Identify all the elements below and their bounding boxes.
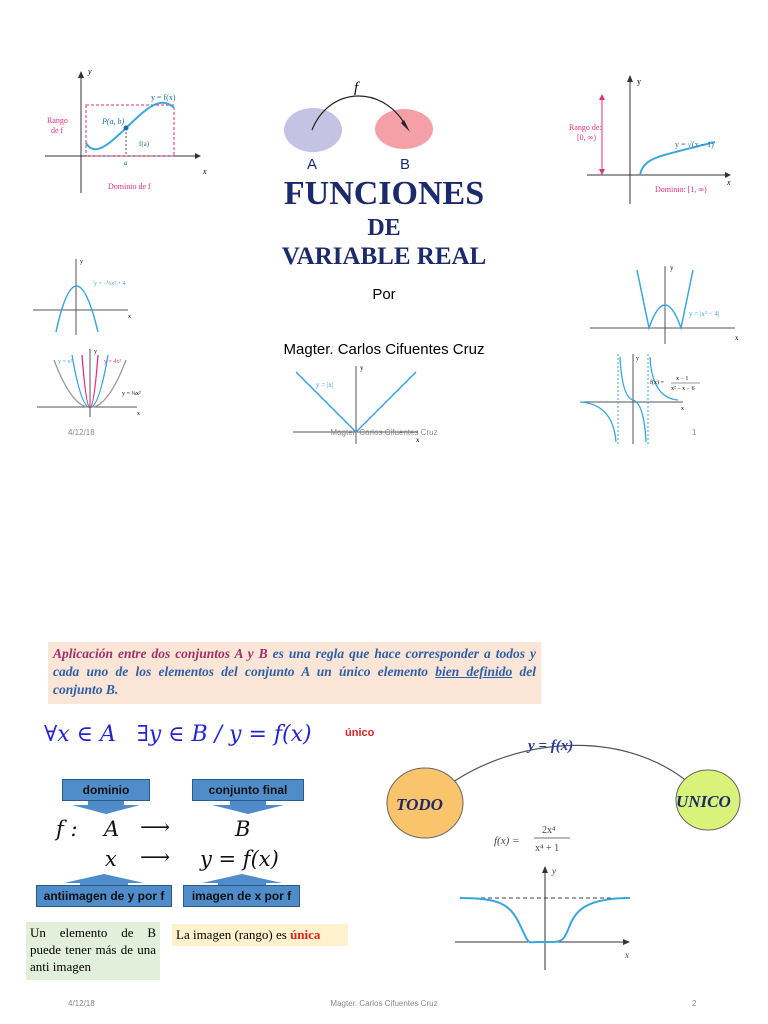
svg-text:x: x [726,178,731,187]
map-arrow-icon: ⟶ [140,815,171,839]
svg-text:y = 4x²: y = 4x² [104,359,121,365]
footer-author: Magter. Carlos Cifuentes Cruz [330,428,438,437]
svg-text:y = f(x): y = f(x) [526,738,573,754]
svg-text:Dominio de f: Dominio de f [108,182,151,191]
todo-unico-diagram: y = f(x) TODO UNICO [386,738,741,839]
svg-text:UNICO: UNICO [676,792,731,811]
callout-arrow-up-icon [202,874,282,886]
svg-text:x² − x − 6: x² − x − 6 [671,386,695,392]
definition-emphasis: bien definido [435,664,513,679]
svg-text:y = −½x² + 4: y = −½x² + 4 [94,280,125,287]
footer-date: 4/12/18 [68,999,95,1008]
svg-text:y: y [360,364,364,372]
svg-text:y = √(x − 1): y = √(x − 1) [675,140,714,149]
svg-text:A: A [307,156,317,173]
formula-note: único [345,727,375,739]
svg-text:x: x [681,406,684,412]
graph-parabolas: y x y = x² y = 4x² y = ⅛x² [37,349,141,417]
set-b [375,109,433,149]
svg-text:f(x) =: f(x) = [650,379,664,386]
footer-page: 2 [692,999,697,1008]
footer-date: 4/12/18 [68,428,95,437]
svg-text:Rango de:: Rango de: [569,123,602,132]
svg-text:Rango: Rango [47,116,68,125]
svg-text:x⁴ + 1: x⁴ + 1 [535,843,559,854]
graph-domain-range: y x y = f(x) P(a, b) f(a) a Rango de f D… [45,68,207,193]
svg-text:x: x [128,314,131,320]
graph-function: f(x) = 2x⁴ x⁴ + 1 y x [455,825,631,970]
svg-text:y = x²: y = x² [58,359,72,365]
note-yellow-text: La imagen (rango) es [176,927,291,942]
svg-text:f(x) =: f(x) = [494,835,519,847]
callout-image: imagen de x por f [183,885,300,907]
graph-parabola: y x y = −½x² + 4 [33,259,131,335]
svg-text:[0, ∞): [0, ∞) [577,133,596,142]
graph-abs: y x y = |x| [293,364,420,444]
callout-arrow-down-icon [212,801,284,814]
author-name: Magter. Carlos Cifuentes Cruz [283,341,485,358]
svg-text:y: y [636,356,639,362]
svg-text:a: a [124,159,128,167]
svg-text:de f: de f [51,126,64,135]
callout-codomain: conjunto final [192,779,304,801]
footer-page: 1 [692,428,697,437]
graph-sqrt: y x y = √(x − 1) Rango de: [0, ∞) Domini… [569,75,731,204]
note-green: Un elemento de B puede tener más de una … [26,922,160,980]
graph-abs-quadratic: y x y = |x² − 4| [590,264,739,344]
svg-text:x: x [137,411,140,417]
svg-text:x: x [624,950,629,960]
map-a: A [104,817,120,841]
by-label: Por [372,286,396,303]
svg-text:y: y [87,68,92,76]
svg-text:Dominio: [1, ∞): Dominio: [1, ∞) [655,185,707,194]
callout-preimage: antiimagen de y por f [36,885,172,907]
svg-text:y = |x² − 4|: y = |x² − 4| [689,310,719,318]
sets-diagram: f A B [284,80,433,173]
map-f: f : [56,817,78,841]
footer-author: Magter. Carlos Cifuentes Cruz [330,999,438,1008]
formula: ∀x ∈ A ∃y ∈ B / y = f(x) [44,722,312,747]
svg-text:y: y [670,264,674,272]
graph-rational: y x f(x) = x − 1 x² − x − 6 [579,354,700,444]
svg-text:f(a): f(a) [139,140,150,148]
svg-text:x − 1: x − 1 [676,376,688,382]
svg-text:y = |x|: y = |x| [316,381,333,389]
svg-text:y: y [637,77,641,86]
map-y: y = f(x) [200,847,279,871]
svg-text:TODO: TODO [396,795,443,814]
slide-subtitle-de: DE [367,215,401,241]
note-yellow-emphasis: única [290,927,321,942]
svg-text:y: y [80,259,83,265]
slide-subtitle: VARIABLE REAL [281,243,487,270]
callout-arrow-down-icon [72,801,140,814]
mapping-arrow [311,95,408,131]
note-yellow: La imagen (rango) es única [172,924,348,946]
definition-end: del conjunto B. [53,664,536,697]
svg-text:B: B [400,156,410,173]
svg-text:x: x [416,436,420,444]
svg-text:y: y [551,866,556,876]
svg-text:x: x [735,334,739,342]
svg-text:y = f(x): y = f(x) [151,93,176,102]
svg-text:y: y [94,349,97,355]
slide-title: FUNCIONES [283,175,485,212]
svg-text:x: x [202,167,207,176]
svg-text:P(a, b): P(a, b) [101,117,125,126]
svg-text:f: f [354,80,360,96]
svg-text:2x⁴: 2x⁴ [542,825,556,836]
definition-body: es una regla que hace corresponder a tod… [53,646,536,679]
callout-domain: dominio [62,779,150,801]
set-a [284,108,342,152]
map-b: B [235,817,251,841]
definition-box: Aplicación entre dos conjuntos A y B es … [48,642,541,704]
svg-text:y = ⅛x²: y = ⅛x² [122,391,141,397]
definition-subject: Aplicación entre dos conjuntos A y B [53,646,268,661]
callout-arrow-up-icon [64,874,144,886]
map-arrow-icon: ⟶ [140,845,171,869]
map-x: x [105,847,117,871]
